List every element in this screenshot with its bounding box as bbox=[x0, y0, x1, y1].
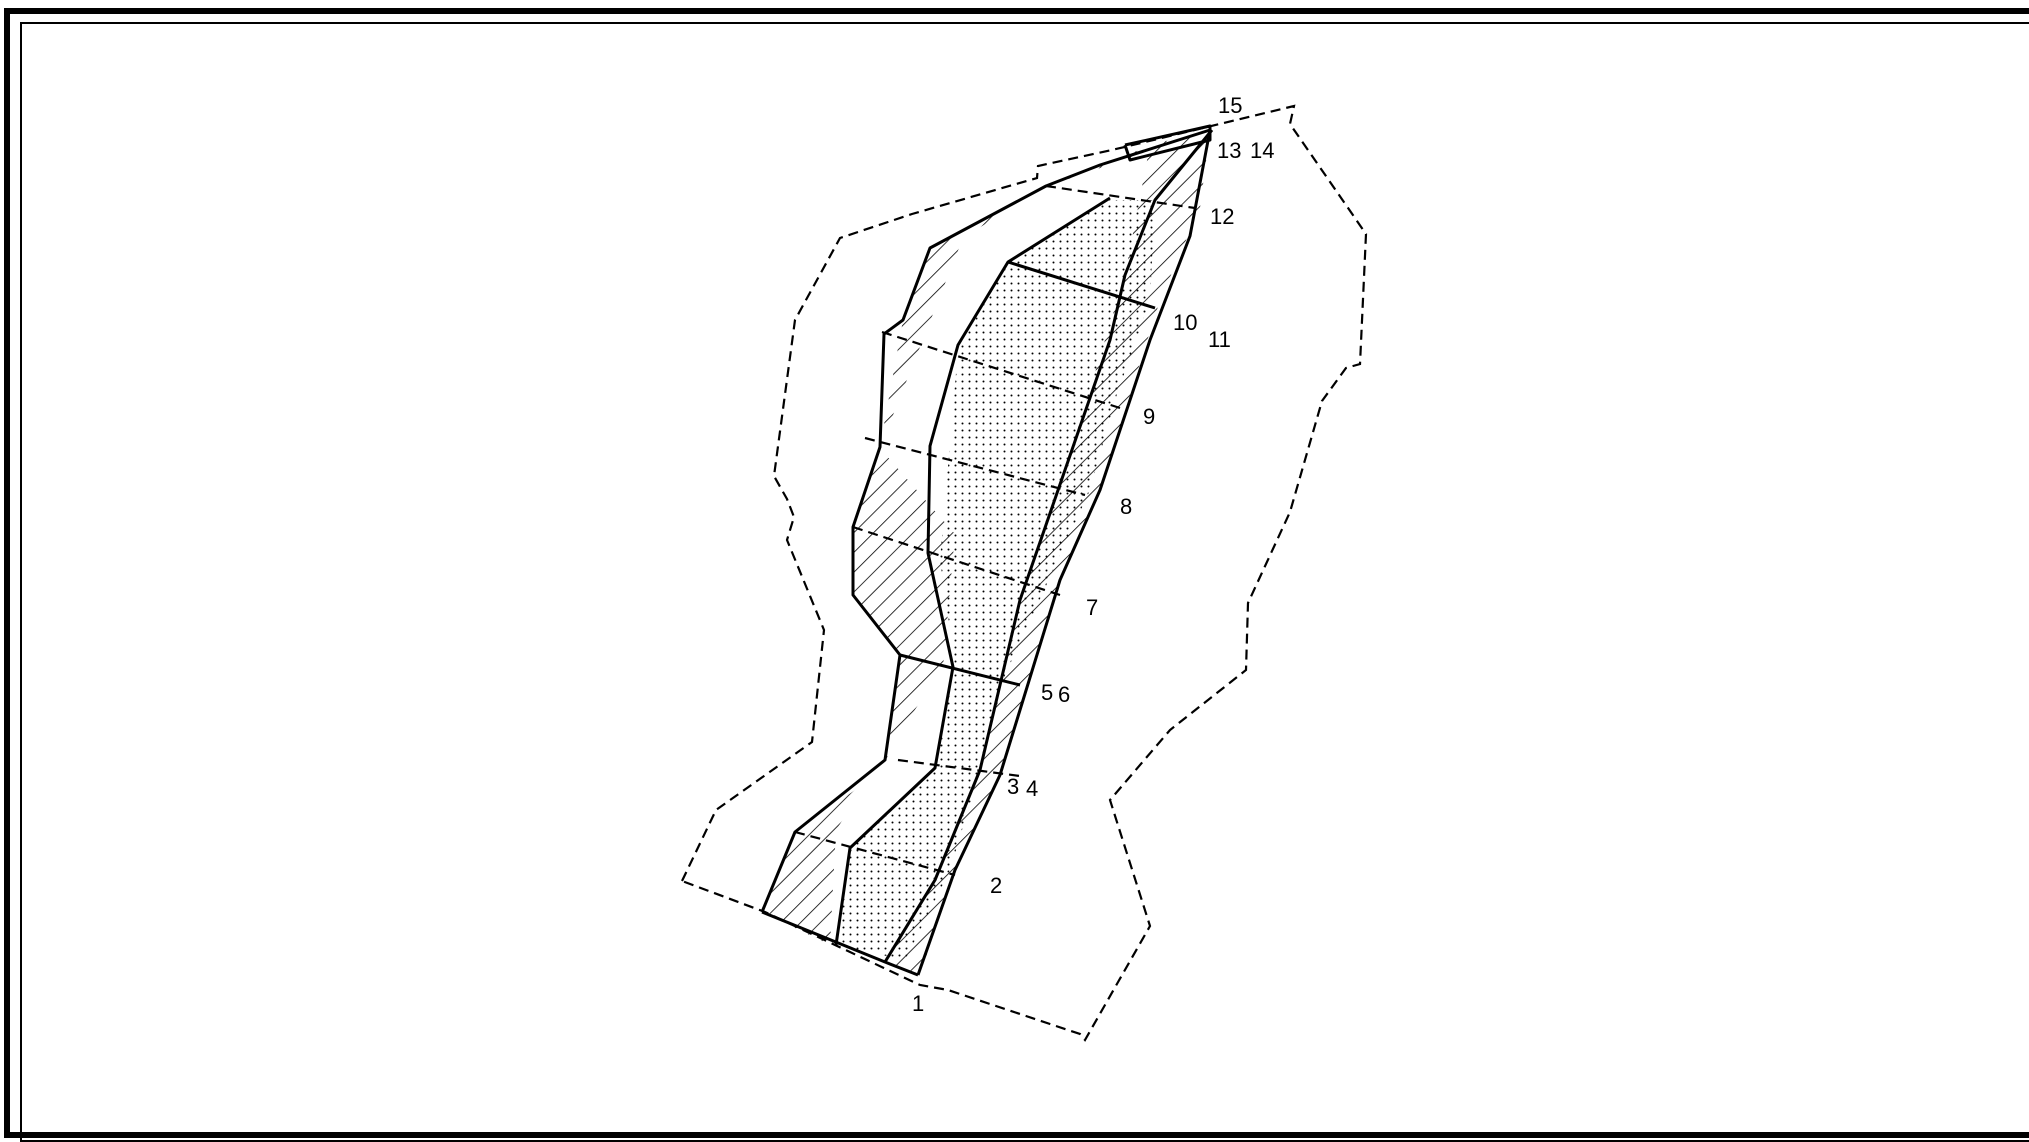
label-9: 9 bbox=[1143, 404, 1155, 429]
label-5: 5 bbox=[1041, 680, 1053, 705]
top-cap bbox=[1123, 124, 1212, 162]
label-2: 2 bbox=[990, 873, 1002, 898]
outer-boundary bbox=[680, 104, 1368, 1042]
label-12: 12 bbox=[1210, 204, 1234, 229]
channel-left-edge bbox=[834, 196, 1111, 946]
label-4: 4 bbox=[1026, 776, 1038, 801]
label-15: 15 bbox=[1218, 93, 1242, 118]
label-1: 1 bbox=[912, 991, 924, 1016]
label-7: 7 bbox=[1086, 595, 1098, 620]
left-bank-hatched bbox=[762, 130, 1210, 945]
label-6: 6 bbox=[1058, 682, 1070, 707]
right-bank-hatched bbox=[885, 130, 1210, 975]
cross-sections bbox=[794, 184, 1196, 877]
channel-right-edge bbox=[883, 129, 1214, 963]
label-14: 14 bbox=[1250, 138, 1274, 163]
right-bank-edge bbox=[916, 129, 1212, 976]
label-3: 3 bbox=[1007, 774, 1019, 799]
label-8: 8 bbox=[1120, 494, 1132, 519]
label-13: 13 bbox=[1217, 138, 1241, 163]
base-line bbox=[761, 910, 919, 977]
channel-dotted bbox=[836, 200, 1155, 960]
label-11: 11 bbox=[1208, 327, 1231, 352]
section-labels: 1 2 3 4 5 6 7 8 9 10 11 12 13 14 15 bbox=[912, 93, 1274, 1016]
label-10: 10 bbox=[1173, 310, 1197, 335]
